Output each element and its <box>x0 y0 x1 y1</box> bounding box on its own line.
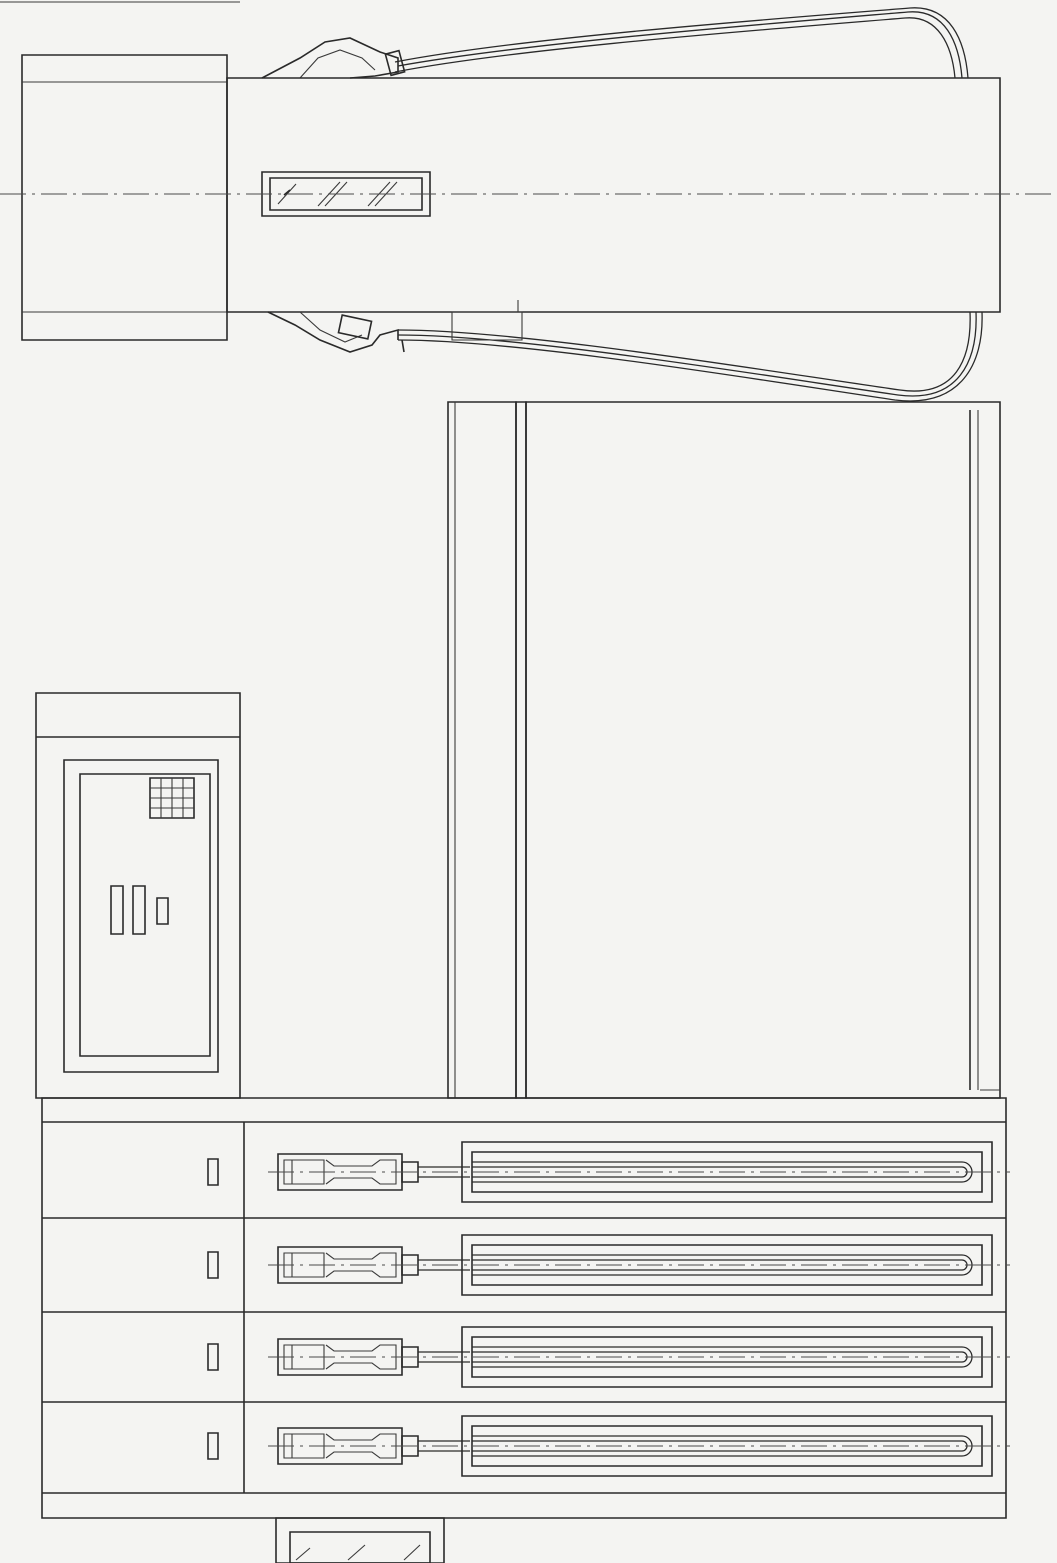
front-main-cabinet <box>526 402 1000 1098</box>
bay-holster-1 <box>462 1142 992 1202</box>
base-frame <box>42 1098 1006 1518</box>
bay-indicator-2 <box>208 1252 218 1278</box>
readout-slot-1 <box>111 886 123 934</box>
bay-holster-3 <box>462 1327 992 1387</box>
lower-nozzle <box>268 312 404 352</box>
keypad-grid <box>150 778 194 818</box>
lower-hose <box>398 312 982 401</box>
bottom-display-fragment <box>276 1518 444 1563</box>
bay-indicator-3 <box>208 1344 218 1370</box>
bay-indicator-4 <box>208 1433 218 1459</box>
readout-slot-3 <box>157 898 168 924</box>
front-column-left <box>448 402 516 1098</box>
readout-slot-2 <box>133 886 145 934</box>
top-main-body <box>227 78 1000 312</box>
control-housing <box>36 693 240 1098</box>
bay-indicator-1 <box>208 1159 218 1185</box>
display-panel <box>64 760 218 1072</box>
bay-holster-4 <box>462 1416 992 1476</box>
front-view <box>36 402 1010 1563</box>
bay-holster-2 <box>462 1235 992 1295</box>
upper-nozzle <box>262 38 405 78</box>
top-view <box>0 2 1057 401</box>
upper-hose <box>395 8 968 78</box>
nozzle-bays <box>208 1142 1010 1476</box>
top-hose-bracket <box>452 312 522 340</box>
display-panel-inner <box>80 774 210 1056</box>
top-left-housing <box>22 55 227 340</box>
front-column-divider <box>516 402 526 1098</box>
